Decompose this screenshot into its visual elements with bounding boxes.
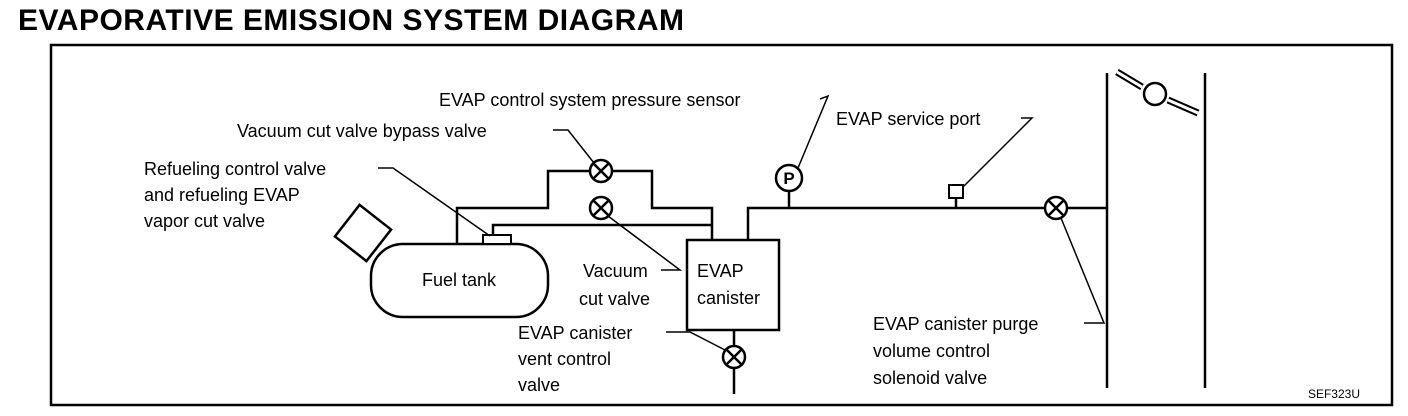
leader-pressure-sensor (797, 94, 830, 169)
fuel-tank-body (369, 242, 550, 319)
evap-canister: EVAP canister (685, 238, 781, 332)
label-vacuum-cut-valve-line-1: Vacuum (583, 261, 648, 281)
vacuum-cut-pipe (491, 223, 712, 235)
evap-canister-vent-control-valve (721, 344, 747, 370)
bypass-pipe (455, 169, 714, 244)
evap-canister-purge-valve (1043, 195, 1069, 221)
fuel-tank: Fuel tank (333, 203, 550, 319)
evap-pressure-sensor: P (774, 163, 804, 193)
throttle-valve (1115, 68, 1200, 117)
evap-canister-label-line-1: EVAP (697, 261, 744, 281)
canister-to-intake-pipe (746, 206, 1107, 240)
label-purge-valve-line-2: volume control (873, 341, 990, 361)
pressure-sensor-symbol: P (783, 169, 794, 188)
leader-purge-valve (1060, 217, 1106, 324)
label-vent-valve-line-1: EVAP canister (518, 323, 632, 343)
label-vent-valve-line-2: vent control (518, 349, 611, 369)
label-refueling-valve-line-2: and refueling EVAP (144, 185, 300, 205)
label-service-port: EVAP service port (836, 109, 980, 129)
label-bypass-valve: Vacuum cut valve bypass valve (237, 121, 487, 141)
evap-service-port (948, 184, 964, 199)
refueling-control-valve (482, 234, 512, 245)
leader-refueling-valve (378, 167, 491, 237)
vacuum-cut-valve (588, 195, 614, 221)
evap-canister-label-line-2: canister (697, 288, 760, 308)
fuel-tank-filler-neck (333, 203, 393, 263)
reference-code: SEF323U (1308, 387, 1360, 401)
diagram-frame (49, 43, 1394, 407)
leader-vent-valve (666, 331, 726, 351)
leader-bypass-valve (553, 129, 595, 164)
evap-canister-body (685, 238, 781, 332)
page-title: EVAPORATIVE EMISSION SYSTEM DIAGRAM (18, 4, 685, 37)
leader-service-port (962, 117, 1034, 188)
intake-duct (1105, 68, 1207, 388)
label-purge-valve-line-1: EVAP canister purge (873, 314, 1038, 334)
vacuum-cut-valve-bypass-valve (588, 158, 614, 184)
label-pressure-sensor: EVAP control system pressure sensor (439, 90, 740, 110)
label-vacuum-cut-valve-line-2: cut valve (579, 289, 650, 309)
label-refueling-valve-line-3: vapor cut valve (144, 211, 265, 231)
label-vent-valve-line-3: valve (518, 375, 560, 395)
label-purge-valve-line-3: solenoid valve (873, 368, 987, 388)
leader-lines (378, 94, 1106, 351)
leader-vacuum-cut-valve (607, 215, 683, 271)
fuel-tank-label: Fuel tank (422, 270, 497, 290)
label-refueling-valve-line-1: Refueling control valve (144, 159, 326, 179)
